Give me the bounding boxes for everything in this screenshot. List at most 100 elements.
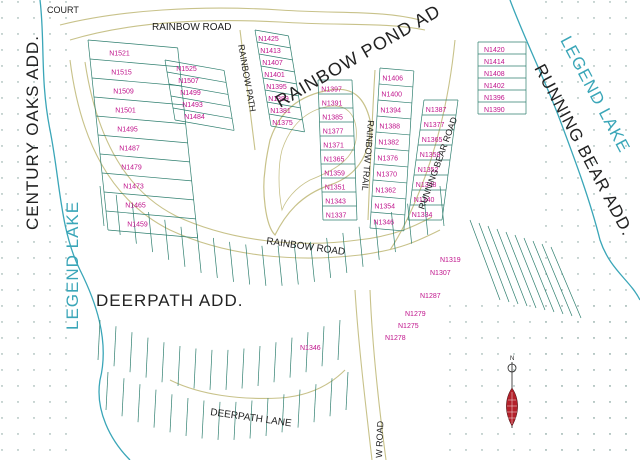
road-rainbow-top bbox=[59, 7, 421, 26]
lot-boundary bbox=[288, 35, 305, 132]
lot-number: N1359 bbox=[420, 152, 441, 159]
lot-number: N1484 bbox=[184, 114, 205, 121]
lot-number: N1359 bbox=[324, 170, 345, 177]
lot-line bbox=[342, 232, 348, 273]
lot-line bbox=[532, 240, 564, 315]
lot-line bbox=[261, 245, 267, 286]
lot-line bbox=[378, 83, 413, 88]
lot-number: N1387 bbox=[426, 107, 447, 114]
lot-number: N1275 bbox=[398, 323, 419, 330]
lot-line bbox=[137, 384, 141, 423]
lot-number: N1371 bbox=[323, 142, 344, 149]
lot-line bbox=[105, 210, 196, 220]
lot-number: N1465 bbox=[125, 202, 146, 209]
lot-line bbox=[523, 237, 555, 313]
lot-number: N1493 bbox=[182, 102, 203, 109]
lot-line bbox=[377, 99, 412, 104]
lot-number: N1334 bbox=[412, 212, 433, 219]
north-arrow-icon: N bbox=[506, 356, 518, 428]
road-label-w-road: W ROAD bbox=[374, 420, 385, 458]
road-rainbow-mid bbox=[69, 59, 441, 259]
lot-number: N1307 bbox=[430, 270, 451, 277]
lot-number: N1402 bbox=[484, 83, 505, 90]
lot-line bbox=[99, 185, 105, 227]
lot-number: N1377 bbox=[424, 122, 445, 129]
lot-line bbox=[212, 237, 218, 278]
lot-line bbox=[168, 83, 229, 95]
lot-number: N1365 bbox=[324, 156, 345, 163]
lot-line bbox=[148, 211, 153, 253]
lot-number: N1401 bbox=[264, 72, 285, 79]
lot-line bbox=[374, 219, 380, 260]
lot-number: N1397 bbox=[321, 86, 342, 93]
lot-line bbox=[277, 245, 283, 286]
lot-line bbox=[217, 401, 221, 440]
lot-boundary bbox=[87, 39, 109, 231]
lot-line bbox=[245, 244, 251, 285]
lot-boundary bbox=[369, 67, 381, 229]
road-network bbox=[59, 7, 456, 460]
road-label-rainbow-top: RAINBOW ROAD bbox=[152, 22, 231, 33]
lot-number: N1413 bbox=[260, 48, 281, 55]
lot-line bbox=[91, 77, 182, 87]
lot-boundary bbox=[164, 59, 176, 121]
lot-line bbox=[297, 389, 301, 428]
lot-line bbox=[374, 147, 409, 152]
lot-line bbox=[166, 71, 227, 83]
lot-number: N1521 bbox=[109, 50, 130, 57]
lot-line bbox=[170, 95, 231, 107]
lot-line bbox=[161, 342, 165, 383]
lot-line bbox=[326, 237, 332, 278]
lot-line bbox=[241, 348, 245, 389]
lot-line bbox=[391, 211, 396, 253]
lot-line bbox=[264, 89, 299, 97]
lot-number: N1377 bbox=[323, 128, 344, 135]
lot-line bbox=[329, 378, 333, 417]
north-label: N bbox=[510, 356, 514, 362]
lot-line bbox=[164, 219, 170, 260]
lot-number: N1479 bbox=[121, 164, 142, 171]
lot-line bbox=[321, 326, 325, 367]
lot-line bbox=[174, 119, 235, 131]
lot-number: N1499 bbox=[180, 90, 201, 97]
lot-number: N1365 bbox=[422, 137, 443, 144]
lot-number: N1382 bbox=[378, 140, 399, 147]
lot-line bbox=[407, 203, 412, 244]
lot-boundary bbox=[441, 99, 459, 221]
lot-line bbox=[505, 231, 537, 309]
lot-number: N1509 bbox=[113, 88, 134, 95]
lot-boundary bbox=[254, 29, 272, 127]
lot-line bbox=[305, 332, 309, 373]
lot-number: N1351 bbox=[325, 184, 346, 191]
lot-number: N1515 bbox=[111, 69, 132, 76]
lot-line bbox=[273, 342, 277, 383]
lot-line bbox=[313, 384, 317, 423]
lot-number: N1370 bbox=[376, 172, 397, 179]
lot-line bbox=[105, 371, 109, 411]
lot-line bbox=[87, 39, 178, 49]
lot-line bbox=[132, 203, 137, 244]
lot-line bbox=[89, 58, 180, 68]
lot-line bbox=[169, 394, 173, 433]
lot-line bbox=[337, 319, 341, 361]
lot-line bbox=[193, 348, 197, 389]
lot-number: N1343 bbox=[325, 198, 346, 205]
lot-line bbox=[121, 378, 125, 417]
lot-line bbox=[115, 194, 121, 235]
dotted-lake-area-left bbox=[0, 0, 70, 460]
lot-line bbox=[103, 191, 194, 201]
road-deerpath-lane bbox=[169, 369, 346, 399]
lot-number: N1375 bbox=[272, 120, 293, 127]
lot-number: N1408 bbox=[484, 71, 505, 78]
lot-line bbox=[289, 337, 293, 378]
lot-number: N1376 bbox=[377, 156, 398, 163]
lot-line bbox=[233, 401, 237, 440]
lot-line bbox=[423, 194, 429, 235]
lot-number: N1278 bbox=[385, 335, 406, 342]
road-rainbow-path bbox=[239, 29, 256, 151]
lot-line bbox=[164, 59, 225, 71]
lot-line bbox=[439, 185, 445, 227]
lot-line bbox=[487, 225, 519, 305]
lot-number: N1340 bbox=[414, 197, 435, 204]
